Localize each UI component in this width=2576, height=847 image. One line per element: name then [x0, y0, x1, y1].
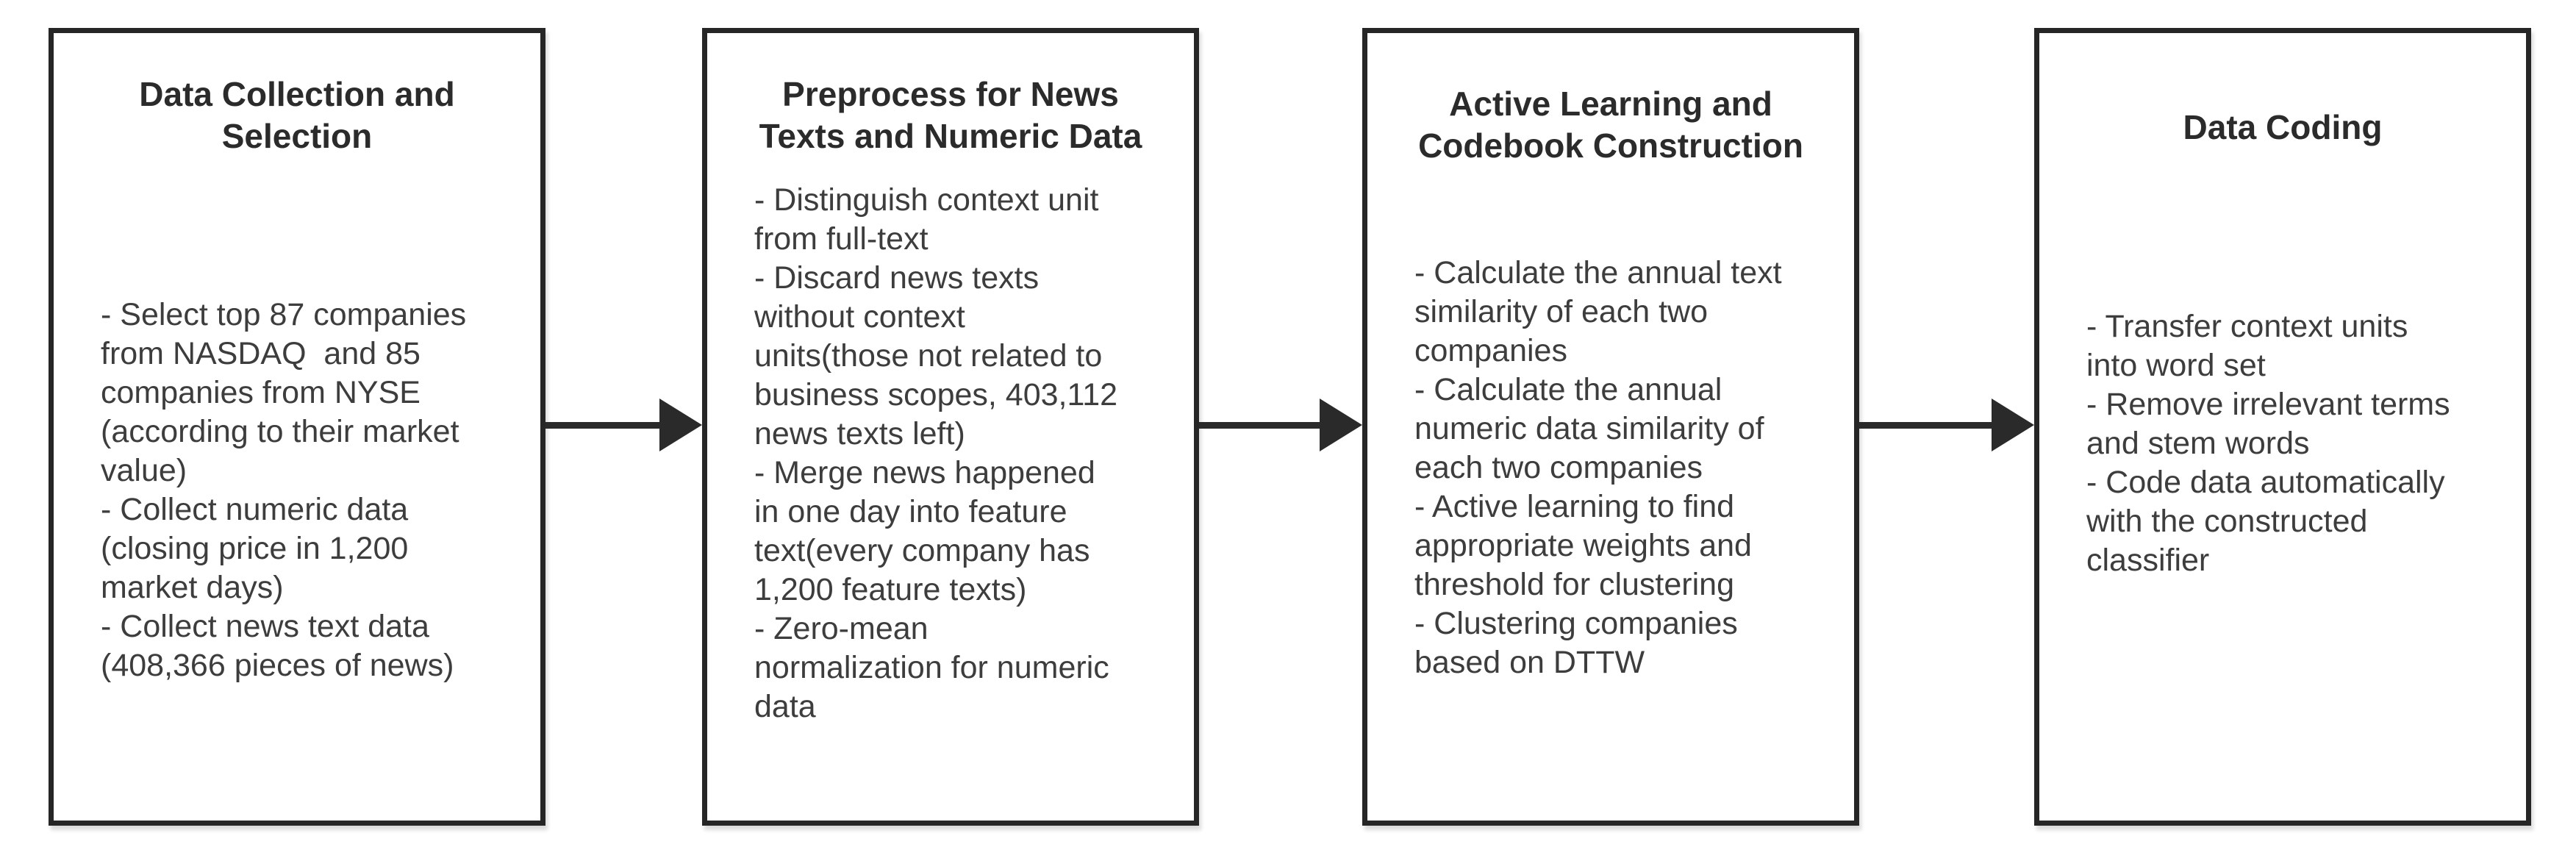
arrow-head [659, 399, 702, 451]
arrow-shaft [1199, 421, 1320, 429]
arrow-shaft [545, 421, 659, 429]
flow-box-preprocess: Preprocess for News Texts and Numeric Da… [702, 28, 1199, 826]
box-body-data-collection: - Select top 87 companies from NASDAQ an… [101, 297, 467, 683]
arrow-right-icon-3 [1859, 399, 2034, 451]
flow-box-active-learning: Active Learning and Codebook Constructio… [1362, 28, 1859, 826]
box-title-data-coding: Data Coding [2183, 108, 2383, 146]
box-body-active-learning: - Calculate the annual text similarity o… [1414, 255, 1782, 680]
arrow-right-icon-2 [1199, 399, 1362, 451]
arrow-head [1320, 399, 1362, 451]
flow-box-data-coding: Data Coding - Transfer context units int… [2034, 28, 2531, 826]
arrow-head [1992, 399, 2034, 451]
box-title-preprocess: Preprocess for News Texts and Numeric Da… [759, 75, 1142, 155]
box-body-preprocess: - Distinguish context unit from full-tex… [754, 182, 1118, 724]
arrow-shaft [1859, 421, 1992, 429]
box-title-active-learning: Active Learning and Codebook Constructio… [1418, 85, 1803, 165]
box-title-data-collection: Data Collection and Selection [139, 75, 455, 155]
arrow-right-icon-1 [545, 399, 702, 451]
flow-box-data-collection: Data Collection and Selection - Select t… [49, 28, 545, 826]
box-body-data-coding: - Transfer context units into word set -… [2086, 309, 2450, 578]
